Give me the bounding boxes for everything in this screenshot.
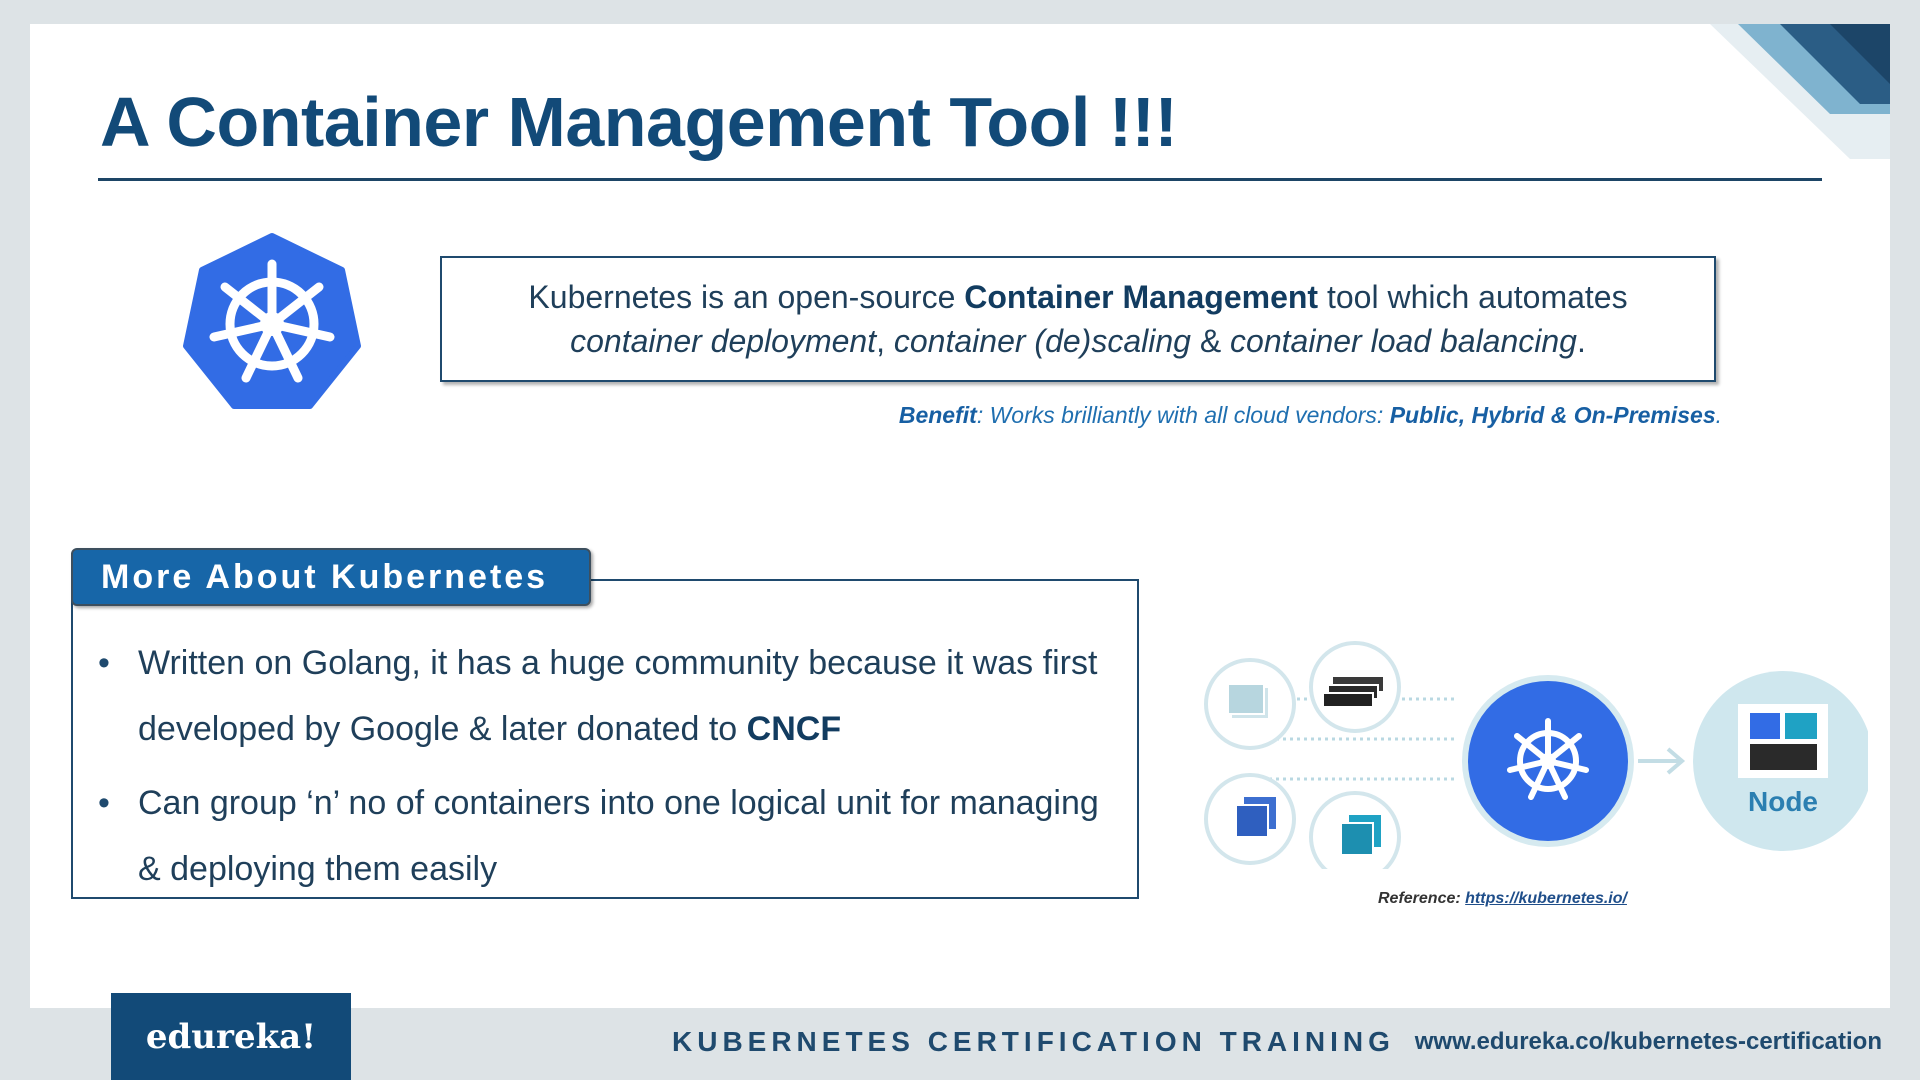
container-blue-icon [1235, 804, 1269, 838]
footer-course-title: KUBERNETES CERTIFICATION TRAINING [672, 1026, 1395, 1057]
container-cluster [1204, 641, 1401, 869]
hub-center [1540, 753, 1556, 769]
definition-box: Kubernetes is an open-source Container M… [440, 256, 1716, 382]
page-title: A Container Management Tool !!! [100, 83, 1178, 161]
node-icon-block [1785, 713, 1817, 739]
benefit-note: Benefit: Works brilliantly with all clou… [899, 402, 1722, 429]
bullet-emphasis: CNCF [746, 710, 842, 748]
footer-url[interactable]: www.edureka.co/kubernetes-certification [1414, 1028, 1882, 1055]
benefit-label: Benefit [898, 402, 977, 428]
reference-link[interactable]: https://kubernetes.io/ [1465, 890, 1627, 907]
benefit-end: . [1715, 402, 1722, 428]
corner-decoration [1710, 24, 1890, 159]
container-light-icon [1227, 683, 1265, 715]
benefit-emphasis: Public, Hybrid & On-Premises [1389, 402, 1716, 428]
definition-text: Kubernetes is an open-source [528, 279, 965, 315]
kubernetes-logo-icon [183, 233, 361, 409]
container-stack-icon [1322, 692, 1374, 708]
definition-italic: container (de)scaling [893, 323, 1191, 359]
reference: Reference: https://kubernetes.io/ [1378, 890, 1627, 908]
definition-separator: . [1576, 323, 1586, 359]
benefit-text: : Works brilliantly with all cloud vendo… [976, 402, 1390, 428]
definition-italic: container load balancing [1230, 323, 1577, 359]
definition-separator: & [1190, 323, 1231, 359]
more-about-header: More About Kubernetes [71, 548, 591, 606]
list-item: Written on Golang, it has a huge communi… [98, 630, 1128, 762]
kubernetes-node-diagram: Node [1204, 641, 1868, 869]
definition-line-2: container deployment, container (de)scal… [570, 319, 1586, 363]
definition-italic: container deployment [570, 323, 877, 359]
bullet-text: Can group ‘n’ no of containers into one … [138, 784, 1099, 888]
bullet-text: Written on Golang, it has a huge communi… [138, 644, 1098, 748]
node-group: Node [1693, 671, 1868, 851]
node-label: Node [1748, 786, 1818, 817]
definition-text: tool which automates [1318, 279, 1628, 315]
title-underline [98, 178, 1822, 181]
node-icon-block [1750, 713, 1780, 739]
kubernetes-hub [1462, 675, 1634, 847]
edureka-logo: edureka! [111, 993, 351, 1080]
arrow-icon [1638, 747, 1686, 775]
list-item: Can group ‘n’ no of containers into one … [98, 770, 1128, 902]
node-icon-block [1750, 744, 1817, 770]
container-teal-icon [1340, 822, 1374, 856]
more-about-list: Written on Golang, it has a huge communi… [98, 630, 1128, 910]
definition-line-1: Kubernetes is an open-source Container M… [528, 275, 1627, 319]
reference-label: Reference: [1378, 890, 1466, 907]
definition-emphasis: Container Management [964, 279, 1319, 315]
slide: A Container Management Tool !!! Kubernet… [30, 24, 1890, 1008]
definition-separator: , [876, 323, 894, 359]
